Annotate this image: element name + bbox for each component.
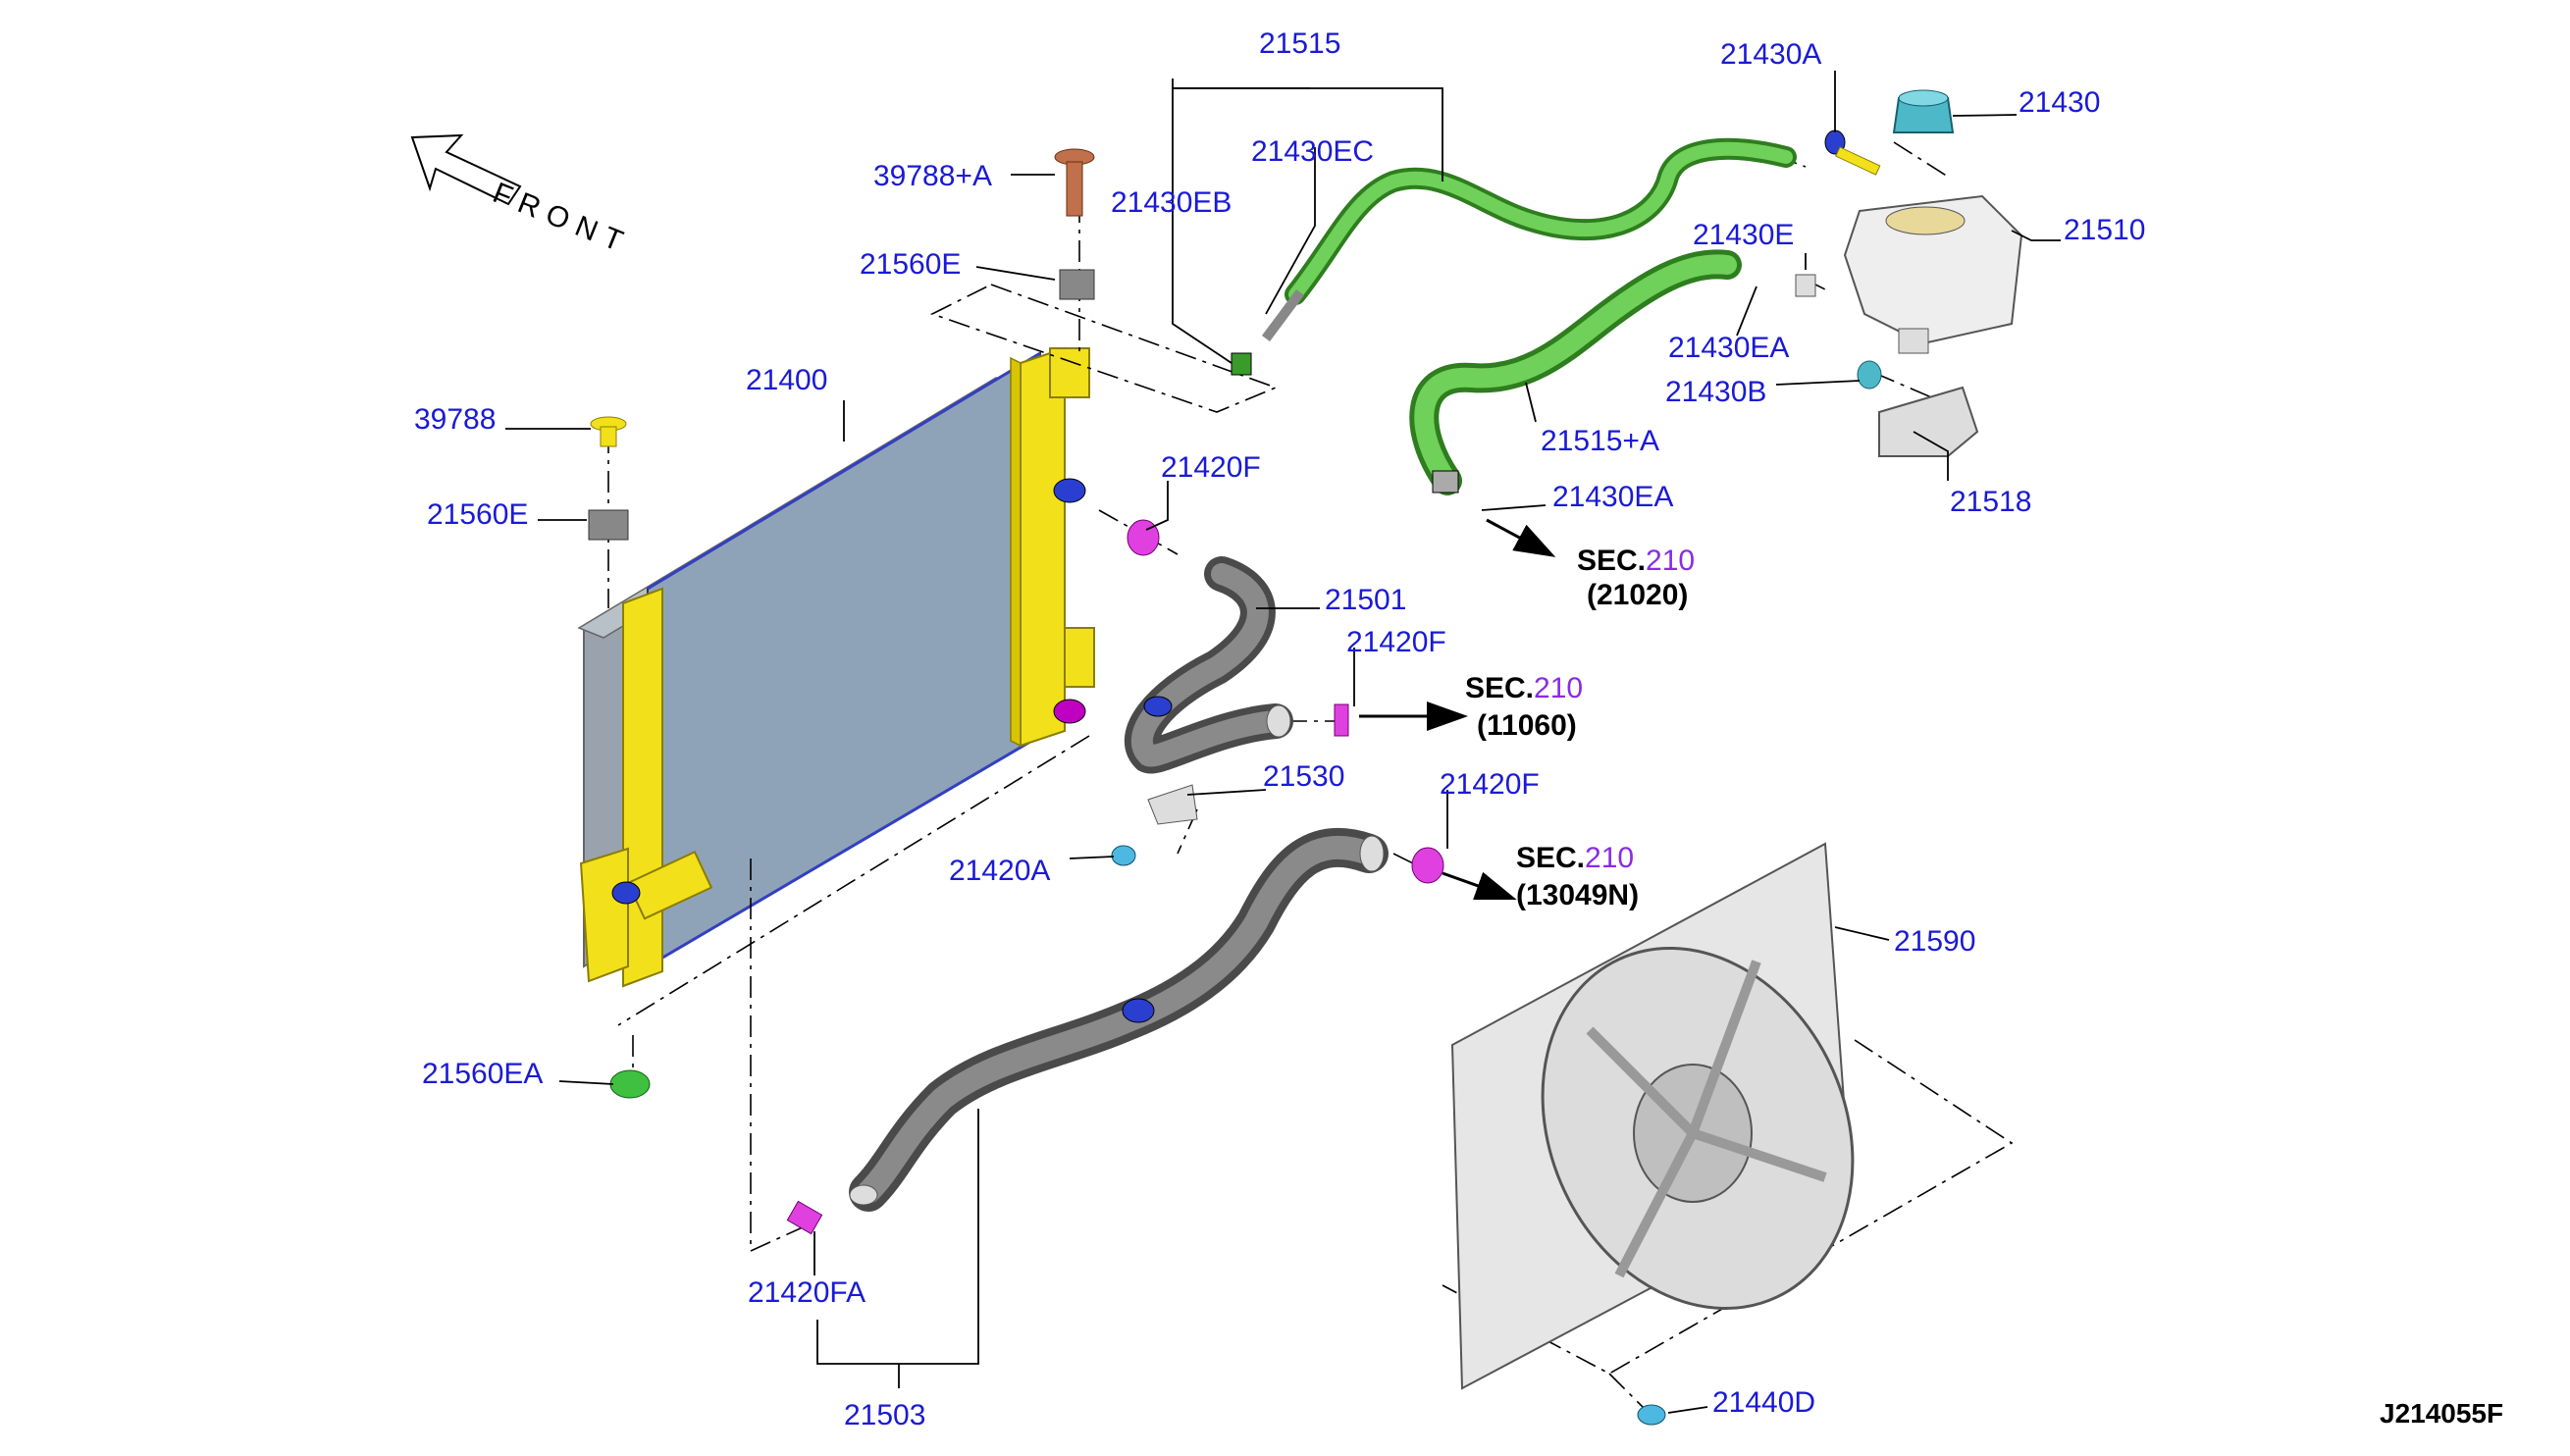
label-21400: 21400 (746, 364, 828, 396)
label-21420FA: 21420FA (748, 1276, 866, 1309)
leader-lines (505, 71, 2061, 1414)
label-21530: 21530 (1263, 760, 1345, 793)
label-21430EA-1: 21430EA (1668, 332, 1790, 364)
label-21560E-top: 21560E (860, 248, 962, 281)
sec-ref-11060: SEC.210 (1465, 674, 1583, 703)
sec-num: 210 (1646, 545, 1696, 577)
reservoir-21510 (1843, 194, 2023, 354)
sec-num: 210 (1585, 842, 1635, 874)
label-21560E-left: 21560E (427, 498, 529, 531)
label-21420F-2: 21420F (1346, 626, 1446, 658)
hose-21515 (1231, 137, 1797, 376)
sec-prefix: SEC. (1577, 545, 1647, 577)
label-21430: 21430 (2019, 86, 2101, 119)
sec-arrows (1359, 518, 1556, 901)
hose-21515A (1409, 249, 1742, 495)
label-21515: 21515 (1259, 27, 1341, 60)
label-21420F-3: 21420F (1440, 768, 1540, 801)
sec-ref-21020-code: (21020) (1587, 579, 1689, 611)
sec-ref-11060-code: (11060) (1477, 709, 1577, 742)
label-21420F-1: 21420F (1161, 451, 1261, 484)
hose-21503 (849, 827, 1389, 1212)
sec-prefix: SEC. (1465, 672, 1535, 704)
sec-prefix: SEC. (1516, 842, 1586, 874)
diagram-code: J214055F (2380, 1398, 2504, 1429)
sec-ref-13049N: SEC.210 (1516, 844, 1634, 873)
fan-shroud-21590 (1450, 842, 1855, 1390)
label-21503: 21503 (844, 1399, 926, 1431)
label-21430EC: 21430EC (1251, 135, 1375, 168)
label-21420A: 21420A (949, 855, 1051, 887)
label-21430EB: 21430EB (1111, 186, 1233, 219)
label-21501: 21501 (1325, 584, 1407, 616)
sec-ref-13049N-code: (13049N) (1516, 879, 1640, 911)
bracket-21518 (1878, 386, 1979, 457)
sec-ref-21020: SEC.210 (1577, 546, 1695, 576)
label-21510: 21510 (2064, 214, 2146, 246)
label-21430E: 21430E (1693, 219, 1795, 251)
label-21430A: 21430A (1720, 38, 1822, 71)
label-21430EA-2: 21430EA (1552, 481, 1674, 513)
cap-21430 (1892, 89, 1955, 133)
label-21560EA: 21560EA (422, 1058, 544, 1090)
label-21590: 21590 (1894, 925, 1976, 958)
sec-num: 210 (1534, 672, 1584, 704)
label-21430B: 21430B (1665, 376, 1767, 408)
front-arrow-icon (410, 133, 522, 206)
label-39788A: 39788+A (873, 160, 992, 192)
hose-21501 (1124, 556, 1293, 774)
label-21440D: 21440D (1712, 1386, 1816, 1419)
label-39788: 39788 (414, 403, 497, 436)
radiator-21400 (577, 346, 1095, 988)
label-21518: 21518 (1950, 486, 2032, 518)
label-21515A: 21515+A (1541, 425, 1659, 457)
